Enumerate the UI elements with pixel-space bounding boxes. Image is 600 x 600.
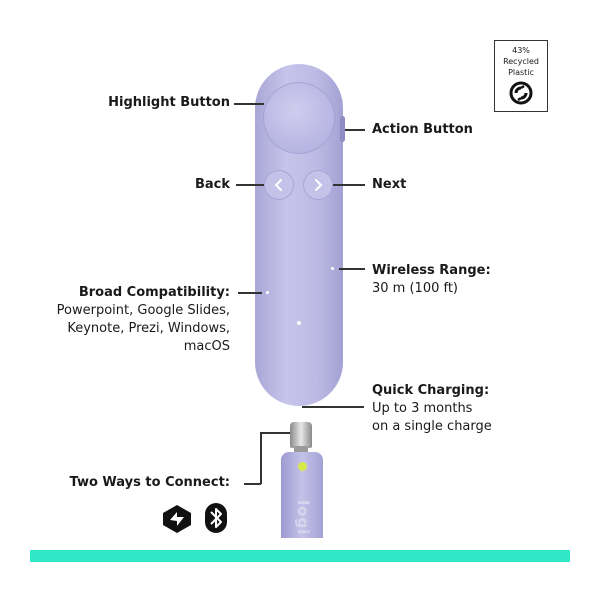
recycle-icon	[509, 81, 533, 105]
charging-leader	[302, 406, 364, 408]
badge-percent: 43%	[512, 46, 530, 55]
badge-line1: Recycled	[503, 57, 539, 66]
next-button[interactable]	[303, 170, 333, 200]
accent-bar	[30, 550, 570, 562]
compat-line3: macOS	[183, 339, 230, 354]
back-button[interactable]	[264, 170, 294, 200]
usb-neck	[294, 446, 308, 454]
connect-title: Two Ways to Connect:	[69, 475, 230, 490]
connect-leader-h1	[260, 432, 290, 434]
highlight-label: Highlight Button	[108, 95, 230, 110]
connect-leader-v	[260, 432, 262, 484]
badge-line2: Plastic	[508, 68, 534, 77]
wireless-leader	[339, 268, 365, 270]
highlight-leader	[234, 103, 264, 105]
next-label: Next	[372, 177, 407, 192]
charging-line1: Up to 3 months	[372, 401, 473, 416]
back-leader	[236, 184, 264, 186]
highlight-button[interactable]	[263, 82, 335, 154]
compat-title: Broad Compatibility:	[78, 285, 230, 300]
connect-leader-h2	[244, 483, 261, 485]
chevron-left-icon	[274, 179, 282, 191]
compat-line2: Keynote, Prezi, Windows,	[67, 321, 230, 336]
wireless-title: Wireless Range:	[372, 263, 491, 278]
charging-title: Quick Charging:	[372, 383, 490, 398]
usb-connector	[290, 422, 312, 448]
chevron-right-icon	[315, 179, 323, 191]
action-button[interactable]	[340, 116, 345, 142]
recycled-plastic-badge: 43% Recycled Plastic	[494, 40, 548, 112]
back-label: Back	[194, 177, 230, 192]
compat-leader	[238, 292, 262, 294]
next-leader	[333, 184, 365, 186]
logi-bolt-icon	[163, 505, 191, 533]
compat-point	[266, 291, 269, 294]
bluetooth-icon	[205, 503, 227, 533]
compat-line1: Powerpoint, Google Slides,	[56, 303, 230, 318]
action-leader	[345, 129, 365, 131]
action-label: Action Button	[372, 122, 473, 137]
wireless-value: 30 m (100 ft)	[372, 281, 459, 296]
receiver-brand-text: logi	[294, 500, 312, 536]
charging-line2: on a single charge	[372, 419, 492, 434]
status-led	[297, 321, 301, 325]
wireless-point	[331, 267, 334, 270]
receiver-logo-dot	[298, 462, 307, 471]
